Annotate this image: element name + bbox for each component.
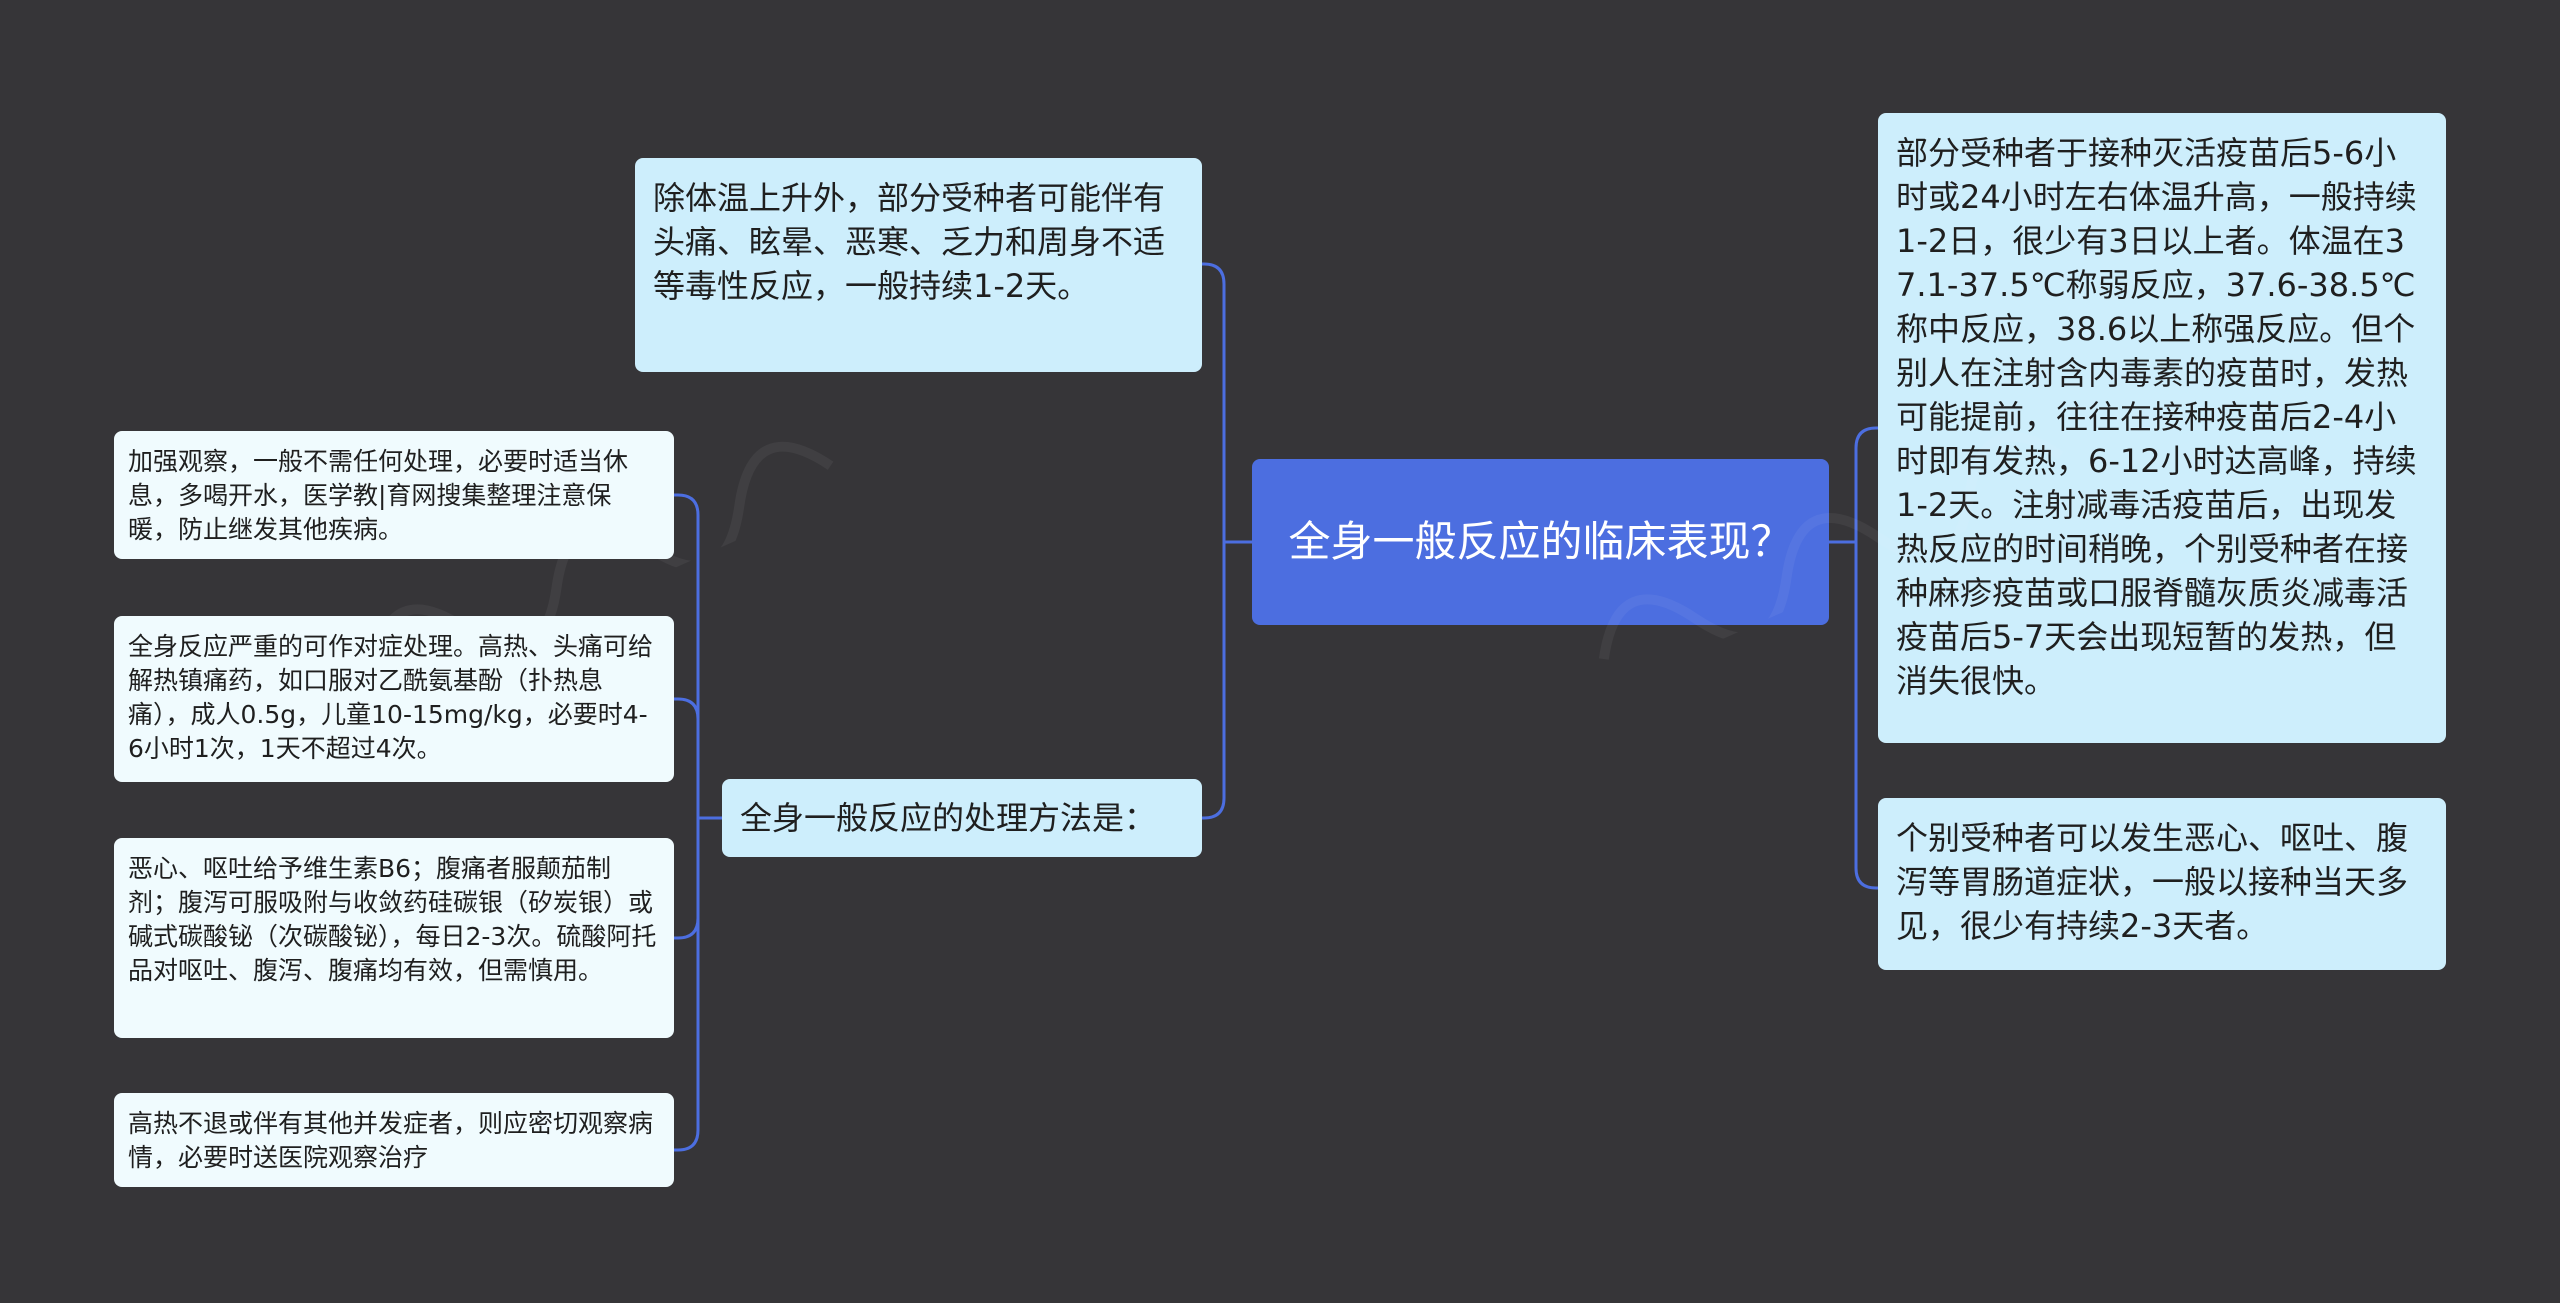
subtopic-gastro-treatment-text: 恶心、呕吐给予维生素B6；腹痛者服颠茄制剂；腹泻可服吸附与收敛药硅碳银（矽炭银）… xyxy=(128,854,657,985)
root-topic[interactable]: 全身一般反应的临床表现？ xyxy=(1252,459,1829,625)
subtopic-observe-text: 加强观察，一般不需任何处理，必要时适当休息，多喝开水，医学教|育网搜集整理注意保… xyxy=(128,447,629,544)
topic-gastro-symptoms-text: 个别受种者可以发生恶心、呕吐、腹泻等胃肠道症状，一般以接种当天多见，很少有持续2… xyxy=(1896,819,2409,945)
connector-left-1 xyxy=(1200,262,1226,544)
subtopic-symptomatic-treatment[interactable]: 全身反应严重的可作对症处理。高热、头痛可给解热镇痛药，如口服对乙酰氨基酚（扑热息… xyxy=(114,616,674,782)
connector-left-2 xyxy=(1200,540,1226,820)
subtopic-hospital-observation[interactable]: 高热不退或伴有其他并发症者，则应密切观察病情，必要时送医院观察治疗 xyxy=(114,1093,674,1187)
topic-treatment-methods[interactable]: 全身一般反应的处理方法是： xyxy=(722,779,1202,857)
connector-child-3 xyxy=(672,816,700,940)
connector-child-2 xyxy=(672,697,700,820)
connector-right-2 xyxy=(1854,540,1880,890)
subtopic-symptomatic-treatment-text: 全身反应严重的可作对症处理。高热、头痛可给解热镇痛药，如口服对乙酰氨基酚（扑热息… xyxy=(128,632,654,763)
subtopic-gastro-treatment[interactable]: 恶心、呕吐给予维生素B6；腹痛者服颠茄制剂；腹泻可服吸附与收敛药硅碳银（矽炭银）… xyxy=(114,838,674,1038)
topic-fever-reaction-text: 部分受种者于接种灭活疫苗后5-6小时或24小时左右体温升高，一般持续1-2日，很… xyxy=(1896,134,2417,700)
topic-toxic-reaction-text: 除体温上升外，部分受种者可能伴有头痛、眩晕、恶寒、乏力和周身不适等毒性反应，一般… xyxy=(653,179,1166,305)
topic-toxic-reaction[interactable]: 除体温上升外，部分受种者可能伴有头痛、眩晕、恶寒、乏力和周身不适等毒性反应，一般… xyxy=(635,158,1202,372)
root-topic-label: 全身一般反应的临床表现？ xyxy=(1288,517,1793,566)
connector-child-4 xyxy=(672,816,700,1152)
subtopic-hospital-observation-text: 高热不退或伴有其他并发症者，则应密切观察病情，必要时送医院观察治疗 xyxy=(128,1109,654,1172)
connector-right-1 xyxy=(1854,426,1880,544)
subtopic-observe[interactable]: 加强观察，一般不需任何处理，必要时适当休息，多喝开水，医学教|育网搜集整理注意保… xyxy=(114,431,674,559)
topic-fever-reaction[interactable]: 部分受种者于接种灭活疫苗后5-6小时或24小时左右体温升高，一般持续1-2日，很… xyxy=(1878,113,2446,743)
topic-gastro-symptoms[interactable]: 个别受种者可以发生恶心、呕吐、腹泻等胃肠道症状，一般以接种当天多见，很少有持续2… xyxy=(1878,798,2446,970)
connector-child-1 xyxy=(672,493,700,820)
topic-treatment-methods-text: 全身一般反应的处理方法是： xyxy=(740,799,1157,837)
